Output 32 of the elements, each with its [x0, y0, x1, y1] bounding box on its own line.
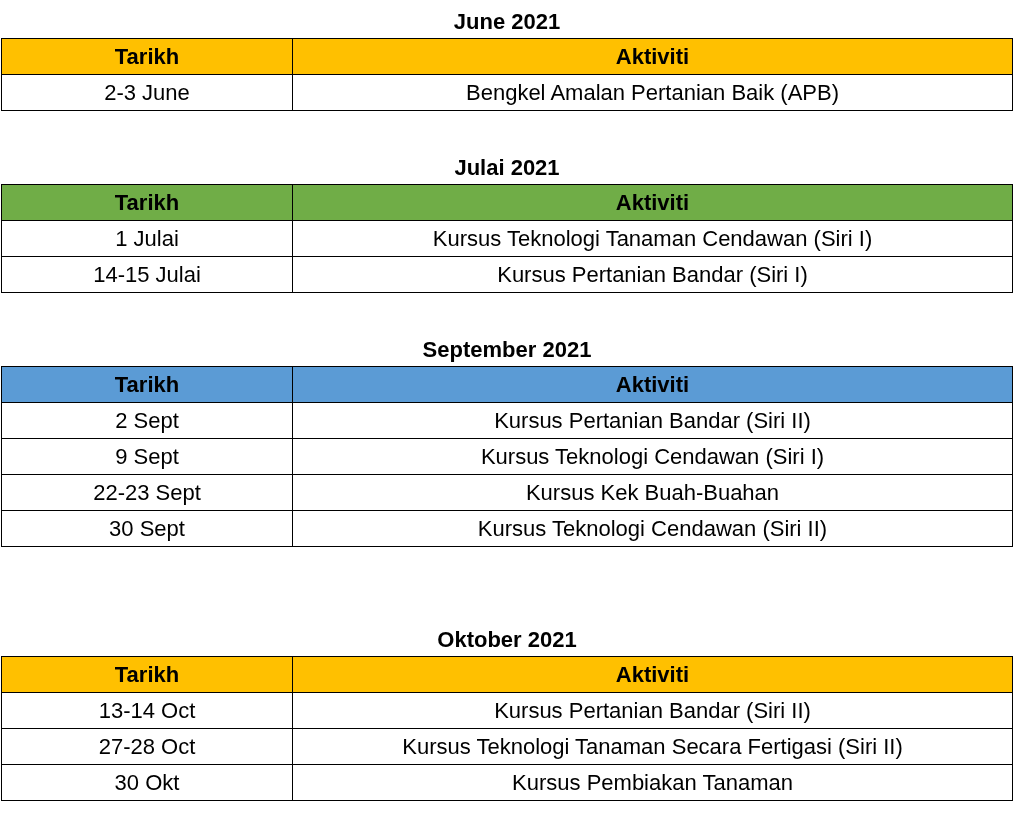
table-cell: Kursus Pertanian Bandar (Siri II) — [293, 693, 1013, 729]
table-title: September 2021 — [422, 336, 592, 364]
header-cell: Aktiviti — [293, 657, 1013, 693]
table-cell: Kursus Teknologi Cendawan (Siri I) — [293, 439, 1013, 475]
table-cell: Kursus Pembiakan Tanaman — [293, 765, 1013, 801]
table-cell: 22-23 Sept — [2, 475, 293, 511]
header-cell: Tarikh — [2, 185, 293, 221]
header-cell: Aktiviti — [293, 367, 1013, 403]
table-cell: 1 Julai — [2, 221, 293, 257]
table-cell: 2-3 June — [2, 75, 293, 111]
header-cell: Tarikh — [2, 39, 293, 75]
table-cell: 14-15 Julai — [2, 257, 293, 293]
table-cell: 27-28 Oct — [2, 729, 293, 765]
table-cell: Kursus Teknologi Tanaman Cendawan (Siri I) — [293, 221, 1013, 257]
table-cell: 13-14 Oct — [2, 693, 293, 729]
table-title: June 2021 — [453, 8, 561, 36]
table-title: Oktober 2021 — [437, 626, 577, 654]
table-cell: Bengkel Amalan Pertanian Baik (APB) — [293, 75, 1013, 111]
table-cell: Kursus Teknologi Cendawan (Siri II) — [293, 511, 1013, 547]
table-cell: Kursus Pertanian Bandar (Siri I) — [293, 257, 1013, 293]
table-cell: Kursus Kek Buah-Buahan — [293, 475, 1013, 511]
table-cell: 30 Sept — [2, 511, 293, 547]
table-cell: 30 Okt — [2, 765, 293, 801]
header-cell: Tarikh — [2, 657, 293, 693]
header-cell: Aktiviti — [293, 39, 1013, 75]
table-cell: Kursus Pertanian Bandar (Siri II) — [293, 403, 1013, 439]
table-title: Julai 2021 — [454, 154, 560, 182]
table-cell: Kursus Teknologi Tanaman Secara Fertigasi (Siri II) — [293, 729, 1013, 765]
header-cell: Tarikh — [2, 367, 293, 403]
table-cell: 2 Sept — [2, 403, 293, 439]
table-cell: 9 Sept — [2, 439, 293, 475]
header-cell: Aktiviti — [293, 185, 1013, 221]
